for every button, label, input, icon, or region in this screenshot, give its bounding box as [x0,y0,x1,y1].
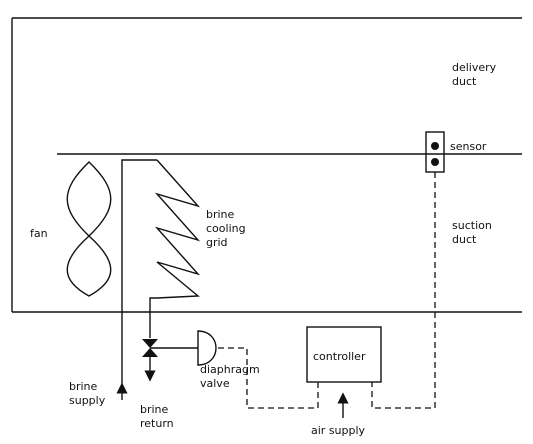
brine-grid-label-1: brine [206,208,235,221]
sensor-icon [425,131,445,173]
brine-supply-label-1: brine [69,380,98,393]
valve-body-icon [142,339,198,357]
brine-grid-label-2: cooling [206,222,246,235]
cooling-grid-zigzag [154,159,201,299]
brine-return-pipe [149,297,157,338]
pneumatic-signal-lines [218,172,436,409]
controller-box [306,326,382,383]
air-supply-label: air supply [311,424,366,437]
suction-duct-label-2: duct [452,233,477,246]
sensor-label: sensor [450,140,487,153]
delivery-duct-label-1: delivery [452,61,497,74]
brine-supply-label-2: supply [69,394,106,407]
brine-supply-pipe [121,159,157,388]
brine-grid-label-3: grid [206,236,228,249]
brine-return-label-2: return [140,417,174,430]
brine-return-label-1: brine [140,403,169,416]
delivery-duct-label-2: duct [452,75,477,88]
brine-cooling-grid [121,159,201,388]
fan-label: fan [30,227,48,240]
diaphragm-valve-label-1: diaphragm [200,363,260,376]
controller-to-valve-line [218,347,319,409]
duct-walls [11,17,522,313]
diaphragm-actuator-icon [197,330,217,366]
diaphragm-valve-label-2: valve [200,377,230,390]
suction-duct-label-1: suction [452,219,492,232]
sensor-to-controller-line [371,172,436,409]
controller-label: controller [313,350,366,363]
fan-icon [66,161,112,297]
